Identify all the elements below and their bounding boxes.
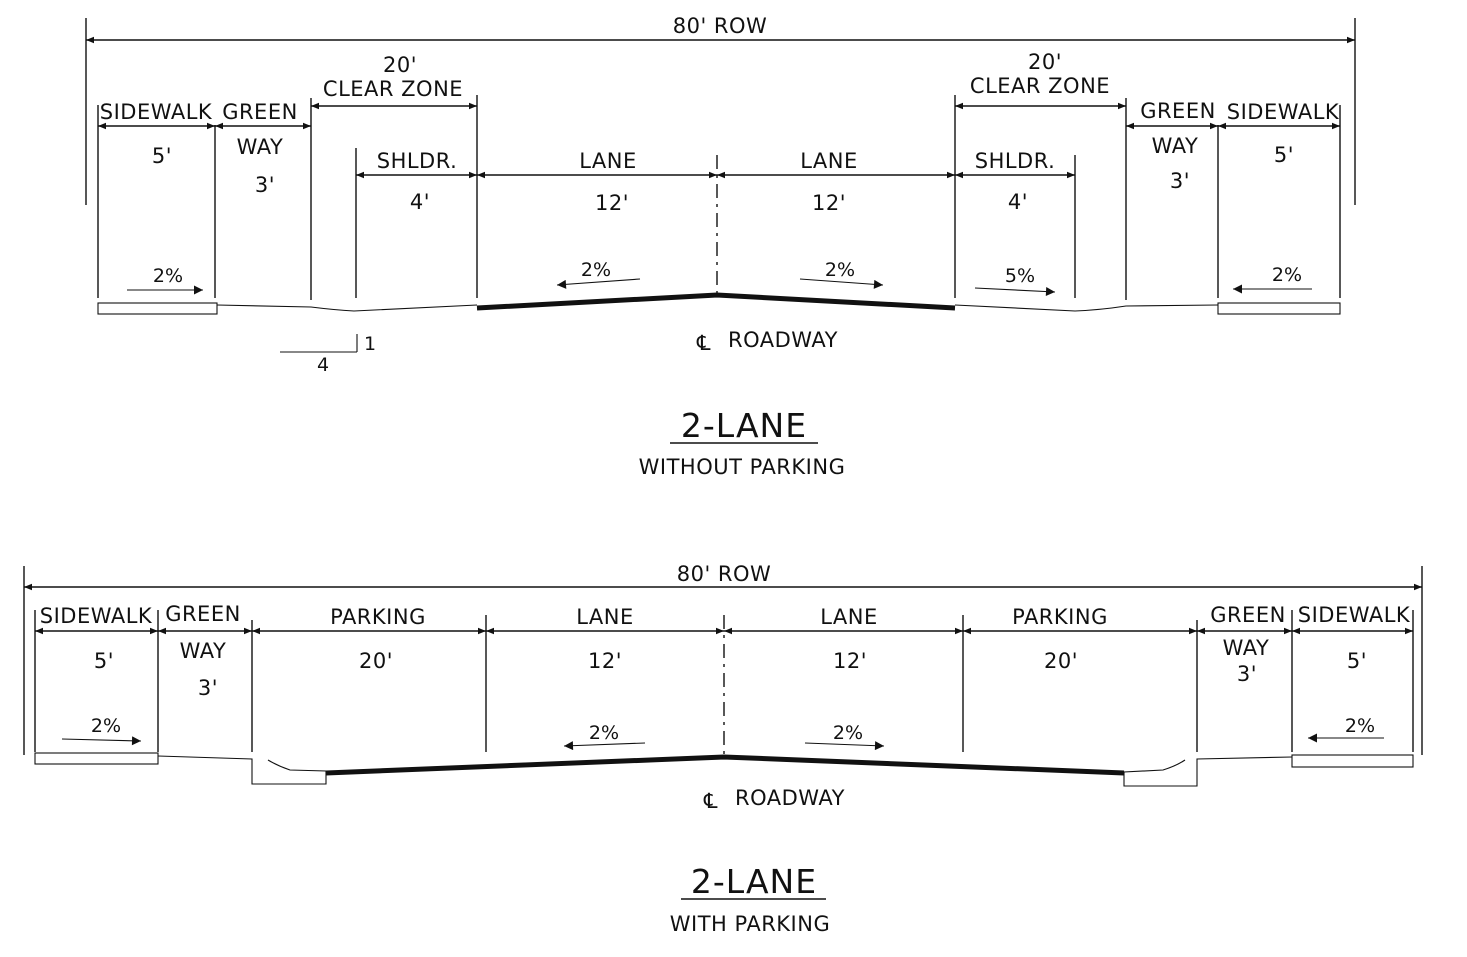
greenway-right-label: GREEN [1210,603,1286,627]
greenway-left-label: GREEN [165,602,241,626]
slope-arrow [804,741,885,751]
slope-arrow [563,741,646,751]
curb-gutter-left [157,755,327,785]
sidewalk-left-label: SIDEWALK [100,100,213,124]
ground-profile-left [216,304,478,312]
sidewalk-left-value: 5' [152,144,172,168]
slope-lane-right: 2% [833,722,863,744]
lane-right-value: 12' [812,191,846,215]
greenway-left-label: GREEN [222,100,298,124]
slope-ratio-run: 4 [317,354,329,376]
slope-lane-right: 2% [825,259,855,281]
sidewalk-right-value: 5' [1274,143,1294,167]
row-label: 80' ROW [677,562,772,586]
sidewalk-left-label: SIDEWALK [40,604,153,628]
slope-arrow [974,287,1056,297]
section-with-parking: 80' ROW SIDEWALK 5' GREEN WAY 3' PARKING… [23,562,1423,936]
pavement [476,292,956,311]
shoulder-left-value: 4' [410,190,430,214]
shoulder-left-label: SHLDR. [377,149,458,173]
sidewalk-right-value: 5' [1347,649,1367,673]
slope-shoulder-right: 5% [1005,265,1035,287]
slope-lane-left: 2% [581,259,611,281]
row-label: 80' ROW [673,14,768,38]
section-title: 2-LANE [681,406,807,445]
lane-right-label: LANE [820,605,878,629]
parking-right-value: 20' [1044,649,1078,673]
parking-right-label: PARKING [1012,605,1108,629]
parking-left-label: PARKING [330,605,426,629]
centerline-symbol: ℄ [696,331,711,355]
clear-zone-right-label: CLEAR ZONE [970,74,1110,98]
greenway-left-value: 3' [198,676,218,700]
lane-left-label: LANE [579,149,637,173]
sidewalk-left-value: 5' [94,649,114,673]
section-subtitle: WITHOUT PARKING [639,455,846,479]
sidewalk-right-label: SIDEWALK [1298,603,1411,627]
slope-sidewalk-left: 2% [153,265,183,287]
sidewalk-right-label: SIDEWALK [1227,100,1340,124]
parking-left-value: 20' [359,649,393,673]
sidewalk-slab-right [1291,754,1414,768]
lane-left-label: LANE [576,605,634,629]
greenway-left-value: 3' [255,173,275,197]
centerline-label: ROADWAY [735,786,845,810]
lane-right-value: 12' [833,649,867,673]
greenway-right-label-2: WAY [1152,134,1199,158]
centerline-symbol: ℄ [703,789,718,813]
greenway-left-label-2: WAY [180,639,227,663]
slope-sidewalk-right: 2% [1345,715,1375,737]
lane-right-label: LANE [800,149,858,173]
clear-zone-right-value: 20' [1028,50,1062,74]
shoulder-right-value: 4' [1008,190,1028,214]
slope-arrow [61,736,142,746]
greenway-left-label-2: WAY [237,135,284,159]
clear-zone-left-value: 20' [383,53,417,77]
greenway-right-value: 3' [1170,169,1190,193]
sidewalk-slab-right [1217,302,1341,315]
pavement [325,754,1125,776]
slope-arrow [556,278,641,289]
sidewalk-slab-left [97,302,218,315]
section-subtitle: WITH PARKING [670,912,830,936]
section-title: 2-LANE [691,862,817,901]
sidewalk-slab-left [34,752,159,765]
slope-ratio-rise: 1 [364,333,376,355]
slope-sidewalk-left: 2% [91,715,121,737]
slope-arrow [799,278,884,289]
greenway-right-label-2: WAY [1223,636,1270,660]
centerline-label: ROADWAY [728,328,838,352]
section-without-parking: 80' ROW 20' CLEAR ZONE 20' CLEAR ZONE SI… [85,14,1356,479]
shoulder-right-label: SHLDR. [975,149,1056,173]
ground-profile-right [954,304,1219,312]
curb-gutter-right [1123,756,1293,787]
lane-left-value: 12' [595,191,629,215]
greenway-right-value: 3' [1237,662,1257,686]
clear-zone-left-label: CLEAR ZONE [323,77,463,101]
greenway-right-label: GREEN [1140,99,1216,123]
lane-left-value: 12' [588,649,622,673]
slope-lane-left: 2% [589,722,619,744]
slope-sidewalk-right: 2% [1272,264,1302,286]
